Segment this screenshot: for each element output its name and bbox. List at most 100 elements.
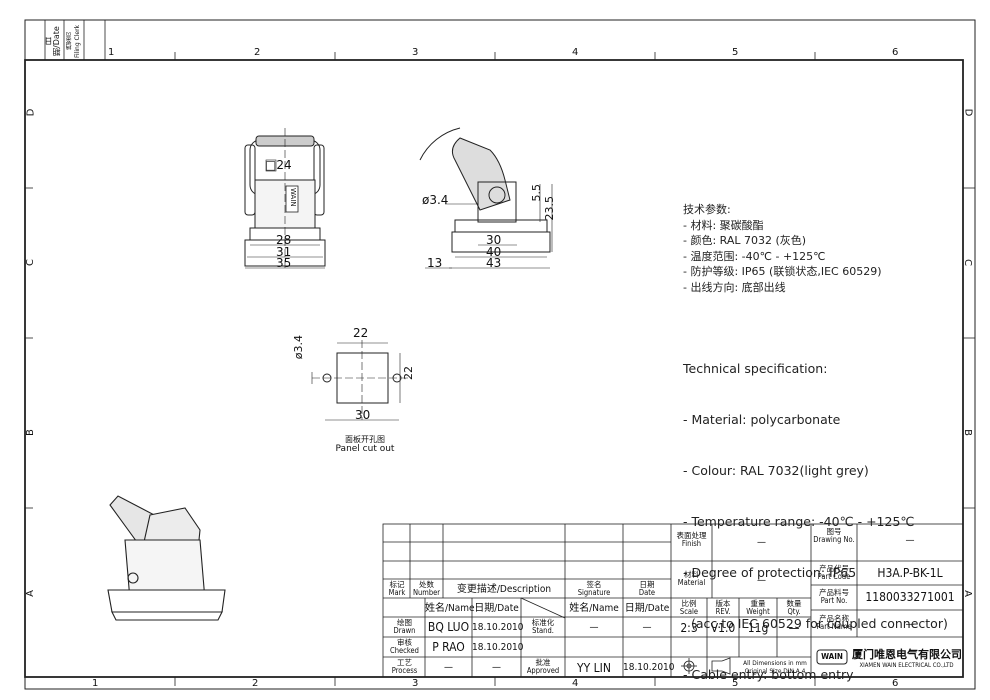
front-view <box>244 128 326 270</box>
people-header-name: 姓名/Name <box>425 603 475 614</box>
dim-cutout-right: 22 <box>402 366 415 380</box>
scale-value: 2:3 <box>680 621 698 635</box>
zone-a-left: A <box>24 590 36 597</box>
spec-cn-line: - 材料: 聚碳酸酯 <box>683 218 764 232</box>
part-name-value: — <box>905 619 915 630</box>
zone-c-right: C <box>961 259 973 266</box>
rev-header-mark: 标记 Mark <box>388 580 406 597</box>
process-label: 工艺 Process <box>391 658 418 675</box>
zone-d-right: D <box>962 108 974 117</box>
spec-cn-line: - 出线方向: 底部出线 <box>683 280 786 294</box>
zone-3-bottom: 3 <box>412 678 419 689</box>
part-code-label: 产品代号 Part Code <box>817 564 851 581</box>
spec-cn-block: 技术参数: - 材料: 聚碳酸酯 - 颜色: RAL 7032 (灰色) - 温… <box>683 202 881 295</box>
zone-d-left: D <box>25 108 37 117</box>
projection-symbol <box>681 657 731 675</box>
approved-label: 批准 Approved <box>526 658 560 675</box>
rev-header-description: 变更描述/Description <box>456 584 552 595</box>
spec-en-line: - Cable entry: bottom entry <box>683 667 854 682</box>
part-no-label: 产品料号 Part No. <box>819 588 849 605</box>
process-name: — <box>444 662 453 673</box>
zone-c-left: C <box>24 259 36 266</box>
date-strip-label: 日期/Date <box>44 26 61 56</box>
zone-2-bottom: 2 <box>252 678 259 689</box>
spec-en-line: - Colour: RAL 7032(light grey) <box>683 463 869 478</box>
wain-logo <box>816 649 848 665</box>
company-name-en: XIAMEN WAIN ELECTRICAL CO.,LTD <box>859 662 954 669</box>
cutout-caption-en: Panel cut out <box>335 444 395 454</box>
zone-ticks-top <box>25 52 975 686</box>
cutout-dimensions <box>311 342 401 421</box>
rev-header-number: 处数 Number <box>412 580 441 597</box>
wain-logo-text: WAIN <box>821 652 843 661</box>
title-block-grid <box>382 523 964 678</box>
part-name-label: 产品名称 Part Name <box>816 614 852 631</box>
qty-value: — <box>788 621 800 635</box>
zone-1-top: 1 <box>108 47 115 58</box>
dim-side-hole: ø3.4 <box>422 193 449 207</box>
checked-name: P RAO <box>432 640 465 654</box>
spec-en-block: Technical specification: - Material: pol… <box>683 326 948 700</box>
zone-4-bottom: 4 <box>572 678 579 689</box>
spec-en-line: - Temperature range: -40℃ - +125℃ <box>683 514 915 529</box>
checked-date: 18.10.2010 <box>472 642 524 653</box>
stand-date: — <box>642 622 652 633</box>
zone-4-top: 4 <box>572 47 579 58</box>
rev-value: V1.0 <box>710 621 736 635</box>
zone-2-top: 2 <box>254 47 261 58</box>
scale-label: 比例 Scale <box>679 599 699 616</box>
dim-side-43: 43 <box>486 256 502 270</box>
spec-en-line: - Degree of protection: IP65 <box>683 565 857 580</box>
drawn-name: BQ LUO <box>427 620 470 634</box>
dim-side-40: 40 <box>486 245 502 259</box>
drawing-no-value: — <box>905 535 915 546</box>
spec-en-line: (acc.to IEC 60529 for coupled connector) <box>683 616 948 631</box>
zone-6-bottom: 6 <box>892 678 899 689</box>
dimensions-note: All Dimensions in mm Original Size DIN A… <box>743 659 807 675</box>
part-no-value: 1180033271001 <box>865 590 955 604</box>
drawn-date: 18.10.2010 <box>472 622 524 633</box>
wain-mark-front: WAIN <box>289 188 297 207</box>
qty-label: 数量 Qty. <box>786 599 802 616</box>
dim-square-24: □24 <box>265 158 292 172</box>
zone-3-top: 3 <box>412 47 419 58</box>
zone-b-left: B <box>24 429 36 436</box>
dim-side-23-5: 23.5 <box>543 196 556 221</box>
dim-cutout-hole: ø3.4 <box>292 335 305 360</box>
spec-en-line: - Material: polycarbonate <box>683 412 841 427</box>
approved-name: YY LIN <box>577 661 611 675</box>
finish-value: — <box>757 537 766 548</box>
weight-value: 11g <box>747 621 769 635</box>
material-label: 材料 Material <box>677 570 706 587</box>
filing-strip <box>44 19 106 61</box>
stand-name: — <box>589 622 599 633</box>
dim-front-31: 31 <box>276 245 292 259</box>
isometric-view <box>107 495 226 621</box>
checked-label: 审核 Checked <box>390 638 419 655</box>
spec-cn-line: - 温度范围: -40℃ - +125℃ <box>683 249 826 263</box>
side-dimensions <box>425 184 553 269</box>
dim-cutout-top: 22 <box>353 326 369 340</box>
filing-clerk-label: 档案员 Filing Clerk <box>66 24 81 58</box>
dim-side-13: 13 <box>427 256 443 270</box>
zone-b-right: B <box>961 429 973 436</box>
cutout-caption-cn: 面板开孔图 <box>345 435 385 444</box>
front-dimensions <box>245 159 325 269</box>
zone-5-top: 5 <box>732 47 739 58</box>
weight-label: 重量 Weight <box>746 599 770 616</box>
stand-label: 标准化 Stand. <box>531 618 555 635</box>
spec-cn-line: - 颜色: RAL 7032 (灰色) <box>683 234 807 247</box>
people-header-date: 日期/Date <box>474 603 519 614</box>
process-date: — <box>492 662 501 673</box>
dim-front-28: 28 <box>276 233 292 247</box>
rev-header-date: 日期 Date <box>638 580 656 597</box>
spec-cn-line: - 防护等级: IP65 (联锁状态,IEC 60529) <box>683 265 882 278</box>
approved-date: 18.10.2010 <box>623 662 675 673</box>
finish-label: 表面处理 Finish <box>676 531 707 548</box>
drawing-no-label: 图号 Drawing No. <box>813 527 855 544</box>
zone-a-right: A <box>961 590 973 597</box>
panel-cutout <box>312 340 410 420</box>
spec-en-title: Technical specification: <box>683 361 828 376</box>
company-name-cn: 厦门唯恩电气有限公司 <box>852 648 962 661</box>
